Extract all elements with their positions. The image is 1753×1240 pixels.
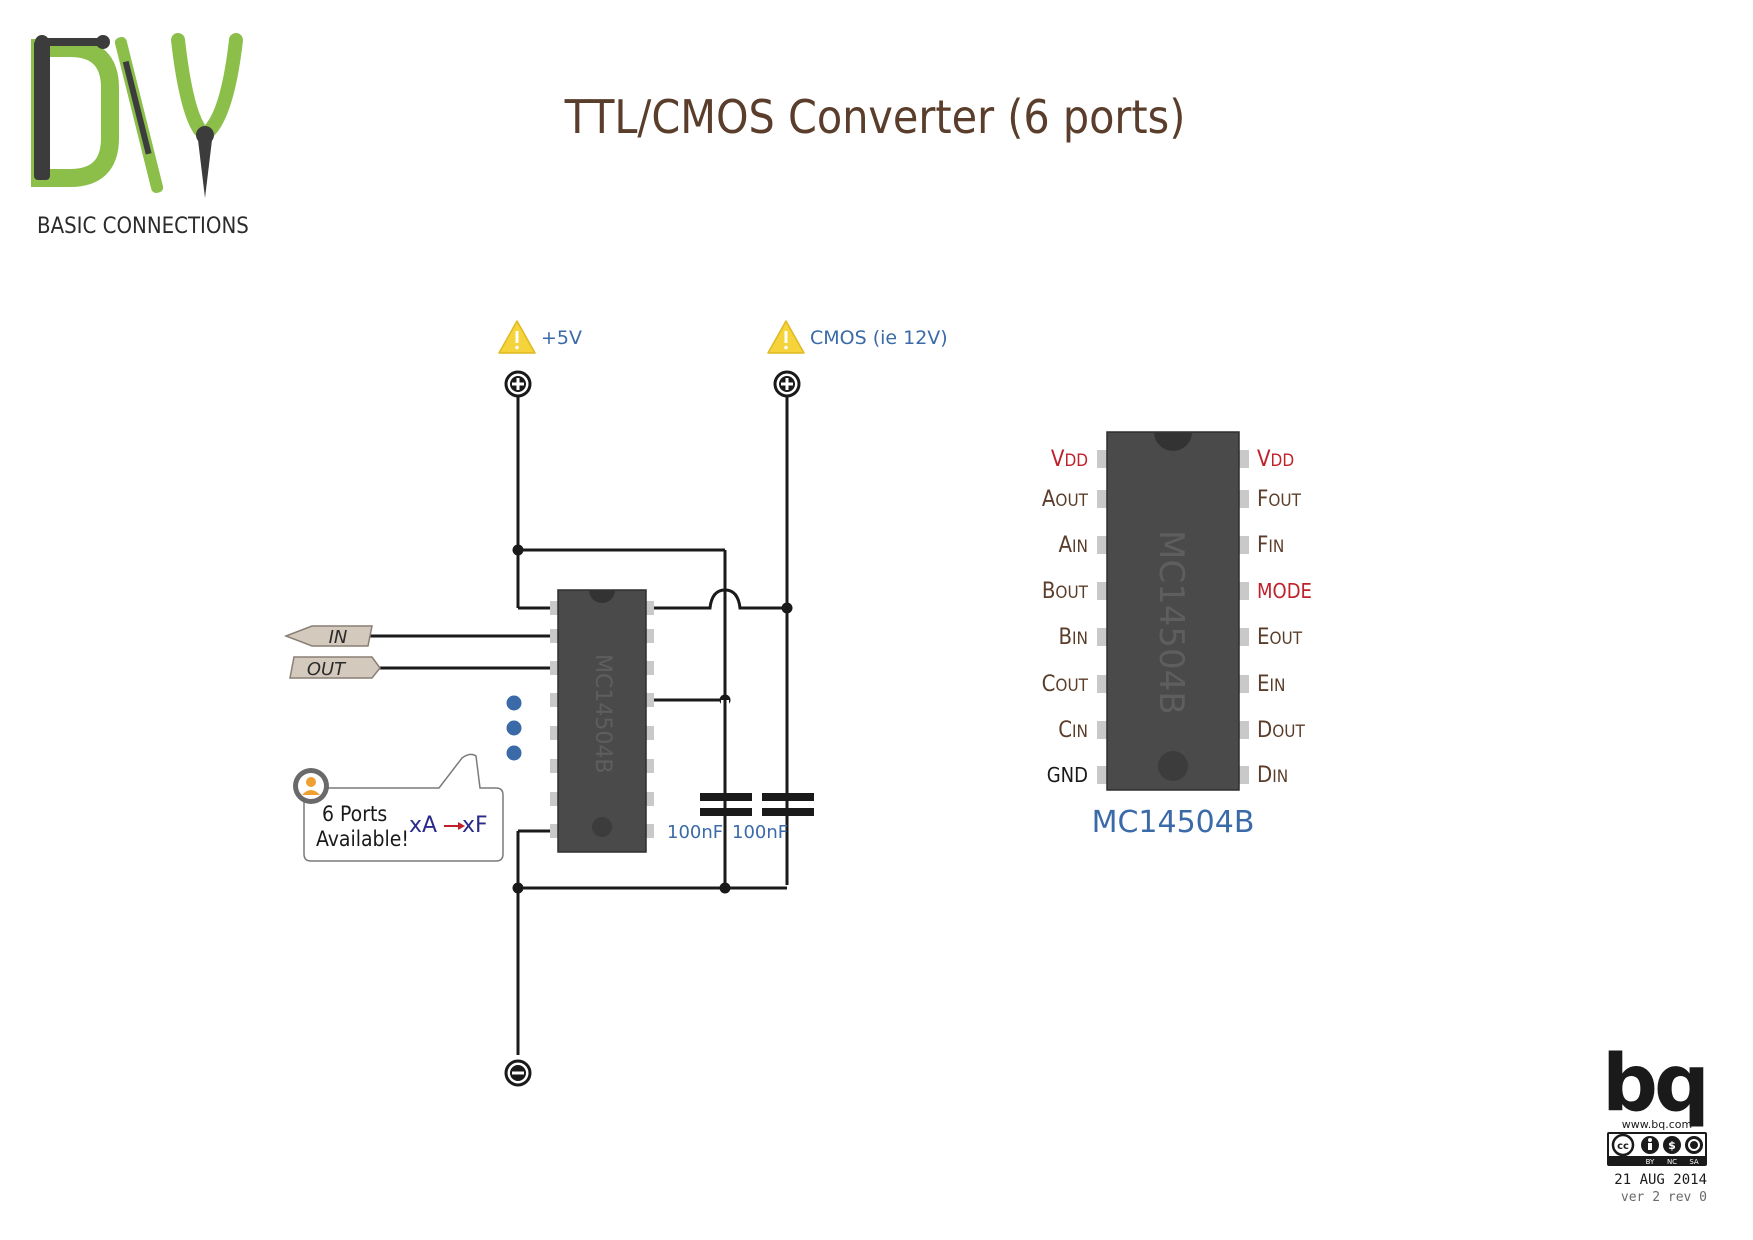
pinout-left-labels: VDD AOUT AIN BOUT BIN COUT CIN GND [1042, 447, 1089, 787]
license-tag-sa: SA [1689, 1158, 1699, 1166]
ports-note-bubble: 6 Ports Available! xA xF [293, 753, 504, 862]
pin-label-right-8: DIN [1257, 763, 1288, 788]
pin-label-left-5: BIN [1058, 625, 1088, 650]
pin-label-left-1: VDD [1051, 447, 1088, 472]
pin-label-right-2: FOUT [1257, 487, 1302, 512]
pin-label-right-5: EOUT [1257, 625, 1303, 650]
output-signal-tag: OUT [289, 656, 381, 680]
note-range-to: xF [462, 813, 488, 838]
page-title: TTL/CMOS Converter (6 ports) [564, 90, 1186, 144]
note-line-2: Available! [316, 827, 409, 851]
logo-subtitle: BASIC CONNECTIONS [37, 214, 249, 239]
pin-label-right-3: FIN [1257, 533, 1284, 558]
cmos-supply-warning-icon [767, 320, 805, 354]
pin-label-right-7: DOUT [1257, 718, 1305, 743]
svg-text:$: $ [1668, 1139, 1676, 1152]
pin-label-right-4: MODE [1257, 579, 1312, 603]
pin-label-left-6: COUT [1042, 672, 1089, 697]
main-chip: MC14504B [550, 589, 654, 853]
input-signal-label: IN [329, 627, 348, 648]
pinout-part-label: MC14504B [1092, 805, 1255, 840]
capacitor-c1 [700, 700, 752, 816]
arrow-right-icon [458, 822, 465, 830]
cc-license-badge: cc $ BY NC SA [1607, 1132, 1707, 1166]
ttl-supply-label: +5V [541, 327, 582, 349]
note-line-1: 6 Ports [322, 802, 387, 826]
pin-label-left-3: AIN [1059, 533, 1089, 558]
license-tag-nc: NC [1667, 1158, 1677, 1166]
input-signal-tag: IN [283, 625, 373, 648]
capacitor-c2-value: 100nF [732, 822, 788, 843]
pinout-chip-inner-label: MC14504B [1151, 530, 1191, 715]
pin-label-left-4: BOUT [1042, 579, 1089, 604]
more-ports-dots [506, 695, 522, 761]
by-icon [1641, 1136, 1659, 1154]
ttl-supply-warning-icon [498, 320, 536, 354]
pinout-chip-pins [1097, 450, 1249, 784]
pinout-chip: MC14504B [1097, 431, 1249, 791]
license-tag-by: BY [1646, 1158, 1655, 1166]
pin-label-right-6: EIN [1257, 672, 1285, 697]
pinout-right-labels: VDD FOUT FIN MODE EOUT EIN DOUT DIN [1257, 447, 1312, 788]
bq-logo: bq www.bq.com [1602, 1039, 1710, 1131]
main-chip-pins [550, 601, 654, 838]
ttl-plus-terminal-icon [504, 370, 532, 398]
pin-label-right-1: VDD [1257, 447, 1294, 472]
cmos-supply-label: CMOS (ie 12V) [810, 327, 948, 349]
sa-icon [1685, 1136, 1703, 1154]
ground-minus-terminal-icon [504, 1059, 532, 1087]
pin-label-left-8: GND [1047, 763, 1088, 787]
svg-text:cc: cc [1617, 1141, 1629, 1152]
footer-date: 21 AUG 2014 [1614, 1172, 1707, 1188]
capacitor-c2 [762, 793, 814, 816]
pin-label-left-7: CIN [1058, 718, 1088, 743]
pin-label-left-2: AOUT [1042, 487, 1089, 512]
diy-logo: BASIC CONNECTIONS [31, 33, 249, 239]
output-signal-label: OUT [307, 659, 347, 680]
main-chip-part-label: MC14504B [590, 654, 615, 773]
nc-icon: $ [1663, 1136, 1681, 1154]
user-avatar-icon [293, 768, 329, 804]
cmos-plus-terminal-icon [773, 370, 801, 398]
cc-icon: cc [1611, 1133, 1635, 1157]
note-range-from: xA [409, 813, 437, 838]
footer-version: ver 2 rev 0 [1621, 1190, 1707, 1205]
capacitor-c1-value: 100nF [667, 822, 723, 843]
bq-brand: bq [1602, 1039, 1706, 1129]
schematic-wires [368, 396, 789, 1055]
bq-website: www.bq.com [1622, 1118, 1692, 1131]
